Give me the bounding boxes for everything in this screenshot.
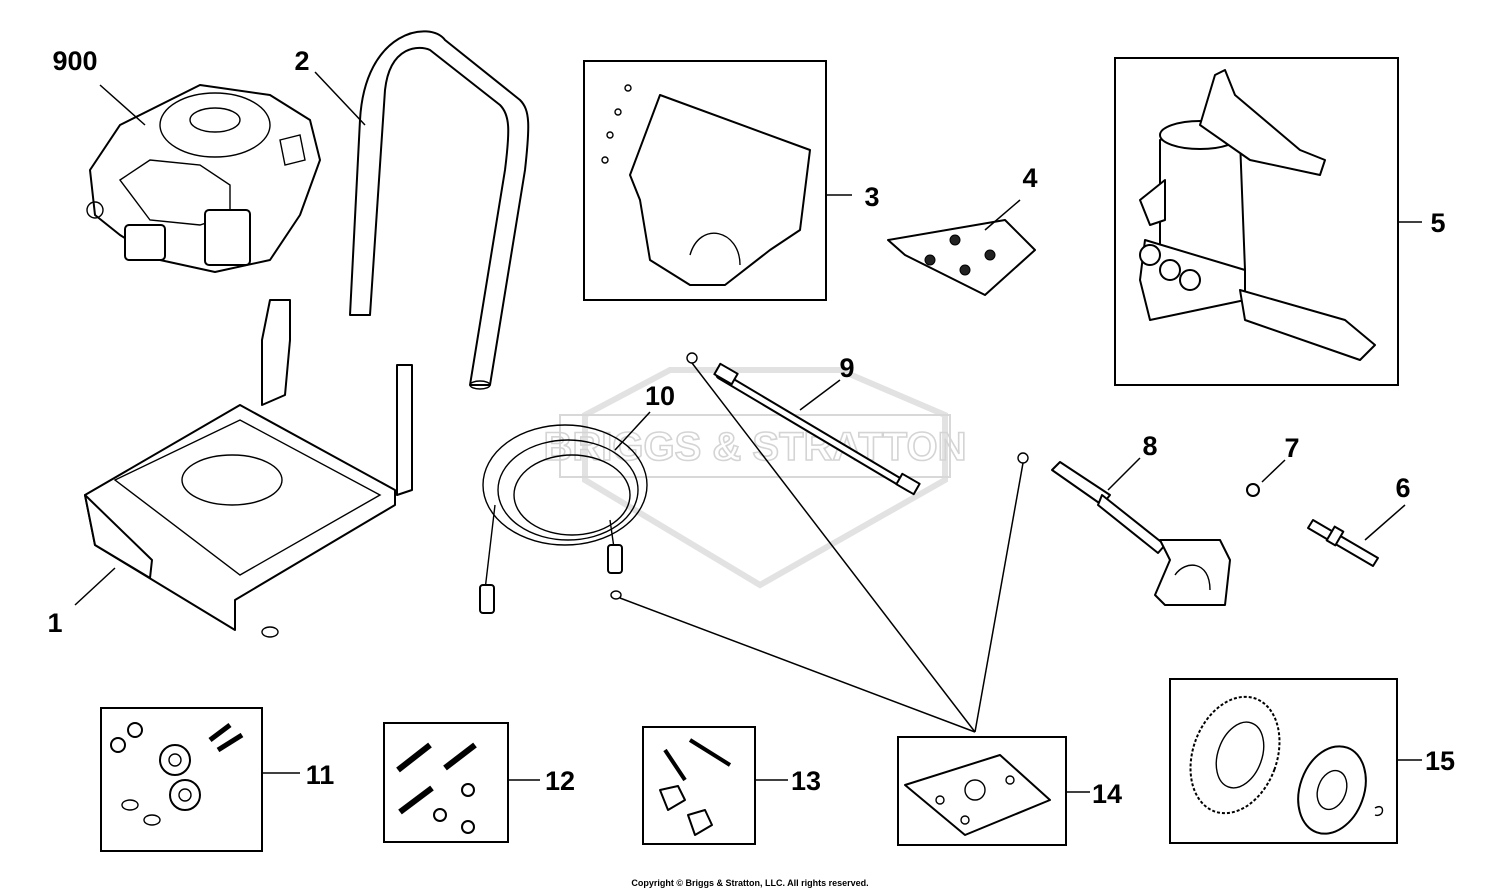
handle-part-2[interactable] [349, 30, 530, 390]
box-3 [583, 60, 827, 301]
wheel-part-15[interactable] [1175, 684, 1384, 843]
axle-part-6[interactable] [1307, 519, 1379, 567]
callout-7: 7 [1284, 433, 1299, 463]
callout-15: 15 [1425, 746, 1455, 776]
callout-12: 12 [545, 766, 575, 796]
callout-900: 900 [52, 46, 97, 76]
leader-lines-14 [619, 362, 1024, 733]
nut-part-7[interactable] [1246, 483, 1260, 497]
box-12 [383, 722, 509, 843]
callout-11: 11 [306, 760, 335, 790]
frame-part-1[interactable] [84, 299, 413, 638]
control-panel-part-3[interactable] [601, 84, 811, 286]
callout-13: 13 [791, 766, 821, 796]
hardware-part-11[interactable] [110, 722, 244, 826]
watermark-text: BRIGGS & STRATTON [544, 425, 967, 469]
callout-10: 10 [645, 381, 675, 411]
box-11 [100, 707, 263, 852]
pump-part-5[interactable] [1139, 69, 1376, 361]
briggs-stratton-watermark: BRIGGS & STRATTON [543, 367, 967, 589]
spray-gun-part-8[interactable] [1017, 452, 1231, 606]
knobs-part-13[interactable] [659, 738, 732, 836]
box-13 [642, 726, 756, 845]
box-14 [897, 736, 1067, 846]
hose-part-10[interactable] [479, 424, 648, 614]
callout-14: 14 [1092, 779, 1122, 809]
callout-6: 6 [1395, 473, 1410, 503]
nozzle-bag-part-4[interactable] [887, 219, 1036, 296]
callout-8: 8 [1142, 431, 1157, 461]
callout-2: 2 [294, 46, 309, 76]
callout-5: 5 [1430, 208, 1445, 238]
callout-3: 3 [864, 182, 879, 212]
box-15 [1169, 678, 1398, 844]
kit-part-14[interactable] [904, 754, 1051, 836]
bolts-part-12[interactable] [396, 742, 477, 834]
copyright-notice: Copyright © Briggs & Stratton, LLC. All … [631, 878, 868, 888]
engine-part-900[interactable] [86, 84, 321, 273]
callout-4: 4 [1022, 163, 1037, 193]
spray-lance-part-9[interactable] [686, 352, 921, 496]
callout-1: 1 [47, 608, 62, 638]
callout-9: 9 [839, 353, 854, 383]
